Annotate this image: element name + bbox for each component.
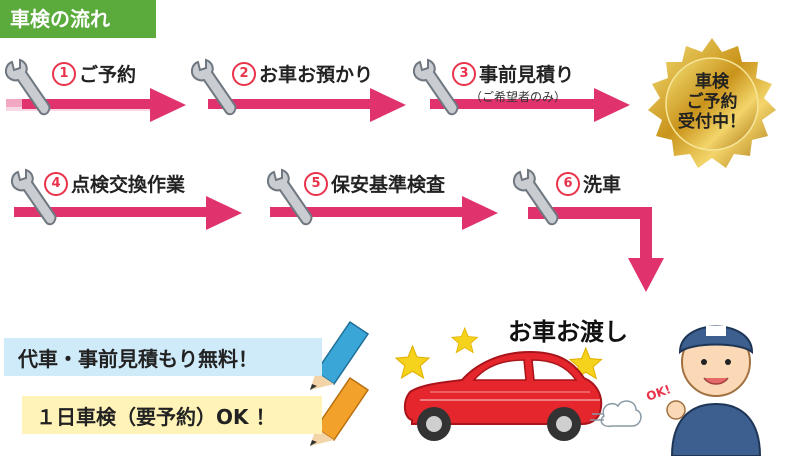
step-number-badge: 5 [304, 171, 328, 196]
free-services-banner: 代車・事前見積もり無料！ [4, 338, 322, 376]
step-number-badge: 6 [556, 171, 580, 196]
page-title: 車検の流れ [0, 0, 156, 38]
step-text: 洗車 [583, 174, 622, 196]
step-text: 点検交換作業 [71, 174, 186, 196]
seal-line: 車検 [695, 72, 729, 92]
car-icon [404, 350, 603, 441]
step-number-badge: 2 [232, 61, 256, 86]
step-text: お車お預かり [259, 64, 374, 86]
seal-text: 車検 ご予約 受付中！ [676, 72, 748, 132]
step-5-label: 5 保安基準検査 [304, 170, 445, 197]
step-2-label: 2 お車お預かり [232, 60, 373, 87]
mechanic-icon [666, 325, 762, 456]
step-6-label: 6 洗車 [556, 170, 621, 197]
star-icon [395, 345, 430, 379]
seal-line: ご予約 [686, 92, 738, 112]
handover-label: お車お渡し [508, 318, 628, 346]
seal-line: 受付中！ [678, 112, 746, 132]
arrow-step-2 [208, 88, 406, 122]
arrow-step-5 [270, 196, 498, 230]
blue-pencil-icon [310, 320, 370, 390]
step-number-badge: 1 [52, 61, 76, 86]
arrow-step-3 [430, 88, 630, 122]
step-text: 事前見積り [479, 64, 575, 86]
step-3-note: （ご希望者のみ） [470, 90, 567, 104]
step-text: ご予約 [79, 64, 137, 86]
arrow-step-1 [6, 88, 186, 122]
arrow-step-4 [14, 196, 242, 230]
star-icon [451, 327, 478, 354]
arrow-step-6 [528, 207, 664, 292]
step-number-badge: 4 [44, 171, 68, 196]
step-4-label: 4 点検交換作業 [44, 170, 185, 197]
reservation-seal-icon [648, 38, 776, 168]
step-text: 保安基準検査 [331, 174, 446, 196]
step-3-label: 3 事前見積り [452, 60, 574, 87]
one-day-inspection-banner: １日車検（要予約）OK ！ [22, 396, 322, 434]
step-number-badge: 3 [452, 61, 476, 86]
step-1-label: 1 ご予約 [52, 60, 136, 87]
exhaust-icon [590, 400, 642, 428]
